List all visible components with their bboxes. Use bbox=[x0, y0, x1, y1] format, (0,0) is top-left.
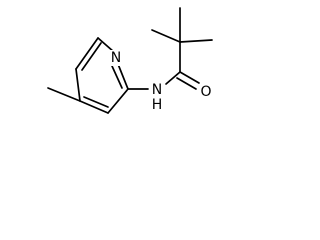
ring-bond-c6-n1 bbox=[97, 37, 115, 53]
ring-bond-n1-c2-inner bbox=[111, 65, 123, 89]
ring-bond-c2-c3 bbox=[107, 88, 129, 114]
structure-diagram: N N H O bbox=[0, 0, 220, 122]
tert-butyl-right-methyl bbox=[179, 39, 213, 43]
pyridine-nitrogen-label: N bbox=[111, 50, 121, 66]
ring-bond-c5-c6-inner bbox=[81, 42, 102, 71]
pyridine-nitrogen-mask bbox=[109, 50, 124, 66]
amide-group bbox=[127, 41, 200, 90]
ring-bond-n1-c2 bbox=[117, 63, 129, 90]
carbonyl-oxygen-mask bbox=[199, 84, 214, 100]
atom-labels: N N H O bbox=[109, 50, 214, 113]
carbonyl-oxygen-label: O bbox=[200, 84, 211, 100]
ring-bond-c5-c6 bbox=[75, 37, 99, 70]
carbonyl-double-bond-b bbox=[176, 77, 197, 90]
tert-butyl-group bbox=[151, 7, 213, 43]
structure-svg: N N H O bbox=[47, 7, 214, 114]
carbonyl-double-bond-a bbox=[179, 71, 200, 84]
bond-amide-nitrogen-carbonyl bbox=[165, 71, 181, 85]
ring-bond-c4-c5 bbox=[75, 68, 81, 102]
amide-nitrogen-mask bbox=[149, 81, 165, 111]
tert-butyl-left-methyl bbox=[151, 29, 181, 43]
pyridine-ring bbox=[75, 37, 129, 114]
amide-hydrogen-label: H bbox=[152, 97, 163, 113]
methyl-bond bbox=[47, 87, 81, 102]
ring-bond-c3-c4 bbox=[79, 100, 109, 114]
ring-bond-c3-c4-inner bbox=[83, 96, 109, 108]
amide-nitrogen-label: N bbox=[152, 82, 162, 98]
